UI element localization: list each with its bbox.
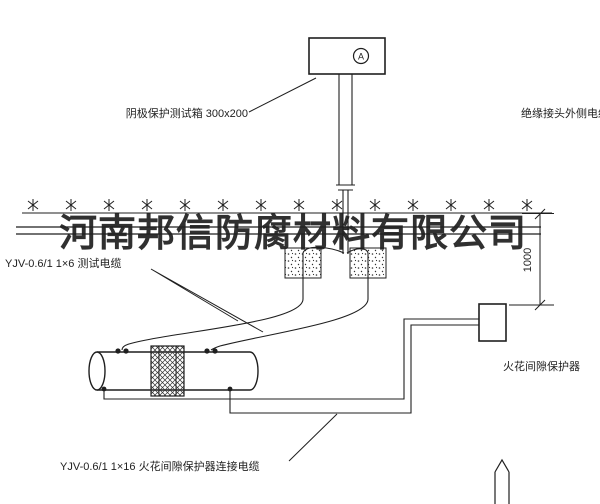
leader-spark-cable xyxy=(288,413,338,462)
terminal-dot xyxy=(123,348,129,354)
cable-terminals xyxy=(101,348,233,392)
terminal-dot xyxy=(204,348,210,354)
terminal-dot xyxy=(115,348,121,354)
dimension-1000 xyxy=(509,208,554,311)
conduit-upper xyxy=(338,74,353,185)
pipe-left-end xyxy=(88,351,106,391)
terminal-dot xyxy=(101,386,107,392)
leader-lines xyxy=(150,77,338,462)
test-box-label: 阴极保护测试箱 300x200 xyxy=(126,106,248,120)
spark-gap-cable-a xyxy=(103,318,479,400)
spark-gap-protector-box xyxy=(478,303,507,342)
test-cable-left xyxy=(121,246,345,351)
test-cable-right xyxy=(210,248,369,351)
test-box xyxy=(308,37,386,75)
leader-test-cable xyxy=(150,268,264,333)
dimension-text: 1000 xyxy=(522,248,534,272)
spark-gap-label: 火花间隙保护器 xyxy=(503,359,580,373)
watermark-strike-lines xyxy=(16,226,541,235)
pipe-right-end xyxy=(249,351,259,391)
ground-rod-lines xyxy=(494,458,510,504)
pipeline xyxy=(88,345,259,397)
watermark-text: 河南邦信防腐材料有限公司 xyxy=(59,210,527,255)
terminal-dot xyxy=(227,386,233,392)
ground-rod-symbol xyxy=(494,458,510,504)
terminal-dot xyxy=(212,348,218,354)
spark-gap-circuit xyxy=(103,303,507,414)
outer-cable-label: 绝缘接头外侧电缆 xyxy=(521,106,600,120)
insulating-joint-flanges xyxy=(158,346,177,396)
leader-test-box xyxy=(248,77,317,113)
test-cables xyxy=(121,246,369,351)
spark-gap-cable-label: YJV-0.6/1 1×16 火花间隙保护器连接电缆 xyxy=(60,459,260,473)
watermark: 河南邦信防腐材料有限公司 xyxy=(16,210,541,255)
ammeter-letter: A xyxy=(358,52,364,62)
conduit-coupling xyxy=(336,184,355,191)
test-post-conduit xyxy=(336,74,355,254)
insulating-joint xyxy=(150,345,185,397)
test-box-outline xyxy=(308,37,386,75)
test-cable-label: YJV-0.6/1 1×6 测试电缆 xyxy=(5,257,121,270)
spark-gap-cable-b xyxy=(229,324,479,414)
conduit-lower xyxy=(342,190,349,254)
ammeter-icon xyxy=(352,47,370,65)
dimension-extensions xyxy=(509,213,554,306)
